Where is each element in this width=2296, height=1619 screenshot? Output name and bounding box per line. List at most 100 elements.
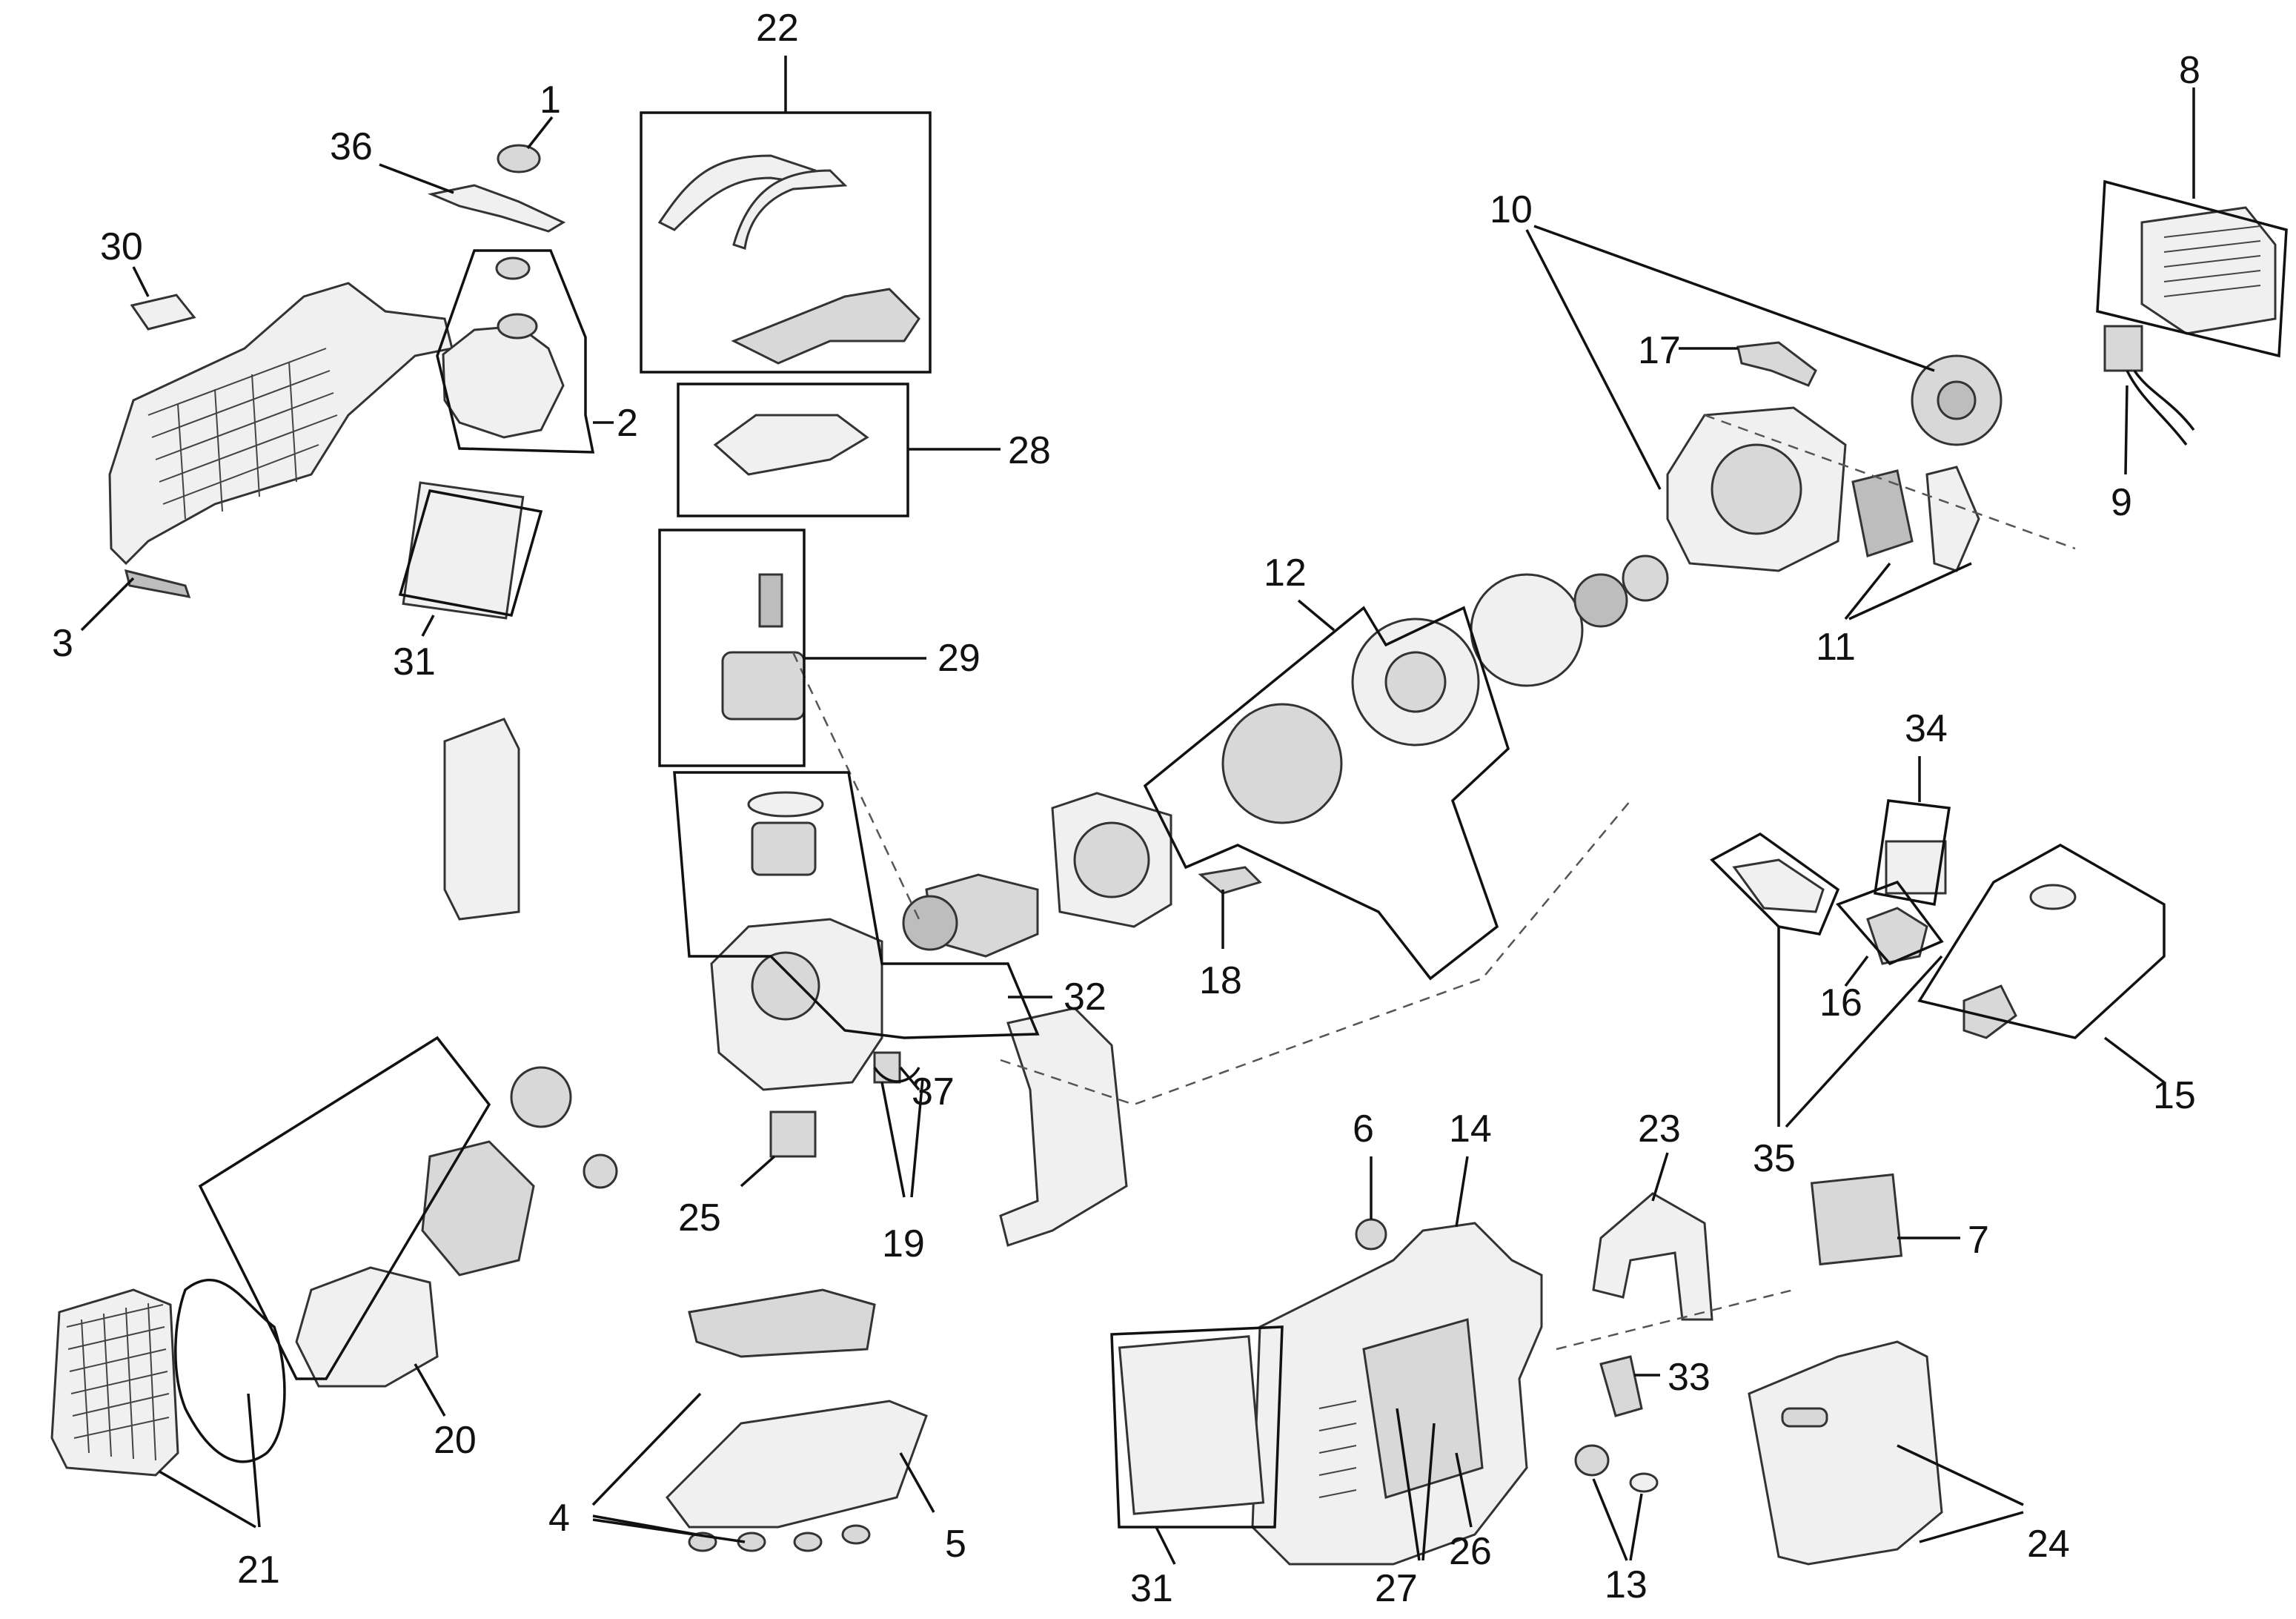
part-13-cap — [1629, 1472, 1659, 1493]
callout-16: 16 — [1819, 981, 1862, 1024]
leader-13a — [1592, 1478, 1628, 1561]
leader-21b — [247, 1393, 261, 1528]
part-37-clip — [873, 1051, 901, 1084]
part-2-strainer — [495, 256, 531, 280]
part-24-side-panel — [1748, 1340, 1943, 1566]
leader-3 — [80, 577, 135, 632]
part-12-stator — [1221, 703, 1343, 824]
callout-1: 1 — [540, 79, 561, 122]
callout-26: 26 — [1449, 1530, 1492, 1573]
part-32-piston — [751, 821, 817, 876]
callout-4: 4 — [548, 1497, 570, 1540]
callout-2: 2 — [617, 402, 638, 445]
callout-9: 9 — [2111, 481, 2132, 524]
leader-5 — [899, 1452, 935, 1513]
part-right-bracket — [999, 1007, 1128, 1247]
part-15-air-parts — [1962, 984, 2017, 1039]
callout-19: 19 — [882, 1222, 925, 1265]
callout-32: 32 — [1064, 976, 1106, 1019]
part-fan-hub — [1573, 573, 1628, 628]
assembly-line-d — [1556, 1288, 1794, 1351]
leader-10a — [1525, 229, 1662, 490]
part-crankcase-bore — [751, 951, 820, 1021]
leader-24a — [1897, 1444, 2024, 1506]
leader-20 — [414, 1363, 446, 1417]
box-35 — [1710, 832, 1840, 936]
callout-labels: 1 2 3 4 5 6 7 8 9 10 11 12 13 14 15 16 1… — [52, 7, 2200, 1610]
part-22-handle-arm — [732, 169, 848, 250]
leader-30 — [132, 266, 150, 297]
part-stator-housing-bore — [1073, 821, 1150, 898]
callout-20: 20 — [434, 1419, 477, 1462]
callout-31-bottom: 31 — [1130, 1567, 1173, 1610]
part-31-pad-bottom — [1118, 1335, 1265, 1515]
callout-10: 10 — [1490, 188, 1533, 231]
callout-21: 21 — [237, 1549, 280, 1592]
part-22-handle — [657, 154, 825, 231]
part-5-base-tray — [666, 1400, 928, 1529]
leader-9 — [2124, 385, 2129, 475]
box-8 — [2096, 179, 2288, 358]
box-32 — [673, 771, 1040, 1039]
callout-11: 11 — [1816, 626, 1856, 669]
leader-27b — [1421, 1423, 1436, 1561]
callout-14: 14 — [1449, 1108, 1492, 1150]
part-16-carburetor — [1866, 907, 1928, 965]
part-19-wire — [873, 1066, 920, 1083]
part-20-gear-large — [510, 1066, 572, 1128]
part-8-fins — [2163, 225, 2261, 297]
part-25-mount — [769, 1110, 817, 1158]
part-3-grill — [147, 348, 338, 520]
part-crank-gear — [902, 895, 958, 951]
part-20-cover — [295, 1266, 439, 1388]
part-7-control-board — [1810, 1173, 1903, 1266]
part-8-inverter — [2140, 206, 2277, 335]
callout-33: 33 — [1668, 1356, 1711, 1399]
box-12 — [1143, 606, 1510, 981]
leader-26 — [1455, 1452, 1473, 1528]
part-10-recoil-bore — [1711, 443, 1802, 535]
part-30-cover — [130, 294, 196, 331]
assembly-line-a — [792, 652, 920, 920]
leader-13b — [1629, 1493, 1643, 1561]
callout-34: 34 — [1905, 707, 1948, 750]
part-33-plate — [1599, 1355, 1643, 1417]
box-16 — [1836, 880, 1944, 966]
leader-16 — [1844, 955, 1869, 987]
leader-23 — [1651, 1152, 1669, 1202]
part-35-intake — [1732, 858, 1825, 913]
assembly-line-b — [1000, 800, 1631, 1106]
leader-12 — [1297, 599, 1336, 632]
callout-24: 24 — [2027, 1523, 2070, 1566]
callout-17: 17 — [1638, 329, 1681, 372]
part-4-foot-c — [793, 1532, 823, 1552]
leader-31b — [1155, 1526, 1176, 1565]
part-23-frame — [1592, 1192, 1713, 1321]
leader-4c — [592, 1518, 746, 1543]
leader-11a — [1844, 562, 1891, 620]
leader-14 — [1455, 1156, 1469, 1228]
part-36-strap — [427, 184, 566, 233]
part-2-fuel-tank — [442, 325, 565, 439]
box-2 — [436, 249, 595, 454]
callout-6: 6 — [1353, 1108, 1374, 1150]
part-11-filter-b — [1925, 466, 1980, 572]
callout-31-top: 31 — [393, 640, 436, 683]
part-5-plate — [688, 1288, 876, 1358]
callout-22: 22 — [756, 7, 799, 50]
callout-5: 5 — [945, 1523, 966, 1566]
callout-37: 37 — [912, 1070, 955, 1113]
callout-7: 7 — [1968, 1219, 1989, 1262]
leader-10b — [1533, 225, 1935, 372]
callout-12: 12 — [1264, 552, 1307, 595]
callout-8: 8 — [2179, 49, 2200, 92]
part-13-knob — [1574, 1444, 1610, 1477]
part-2-filler-neck — [497, 313, 538, 340]
part-4-foot-d — [841, 1524, 871, 1545]
part-15-rings — [2029, 884, 2077, 910]
leader-25 — [740, 1155, 776, 1188]
box-31-top — [398, 489, 543, 618]
callout-18: 18 — [1199, 959, 1242, 1002]
part-21-muffler — [50, 1288, 179, 1477]
part-fan — [1470, 573, 1584, 687]
